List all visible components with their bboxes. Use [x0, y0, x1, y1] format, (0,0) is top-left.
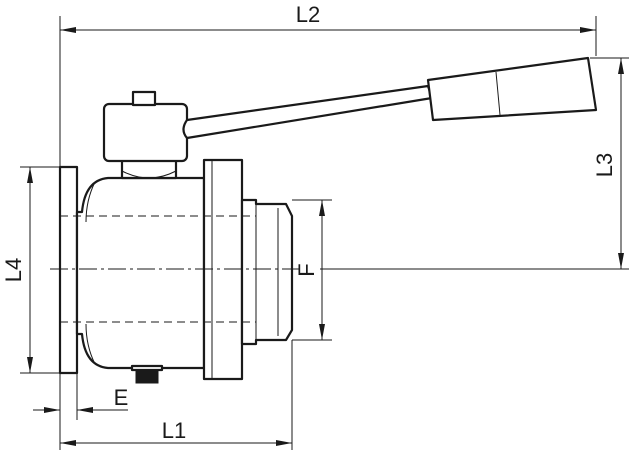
dimension-l2: L2	[59, 2, 597, 167]
lever-grip	[426, 56, 598, 122]
stem-neck	[120, 160, 178, 180]
dimension-l3: L3	[320, 57, 629, 270]
label-l3: L3	[592, 153, 617, 177]
stem-cap-nut	[131, 90, 157, 107]
label-l1: L1	[162, 418, 186, 443]
dimension-e: E	[33, 373, 128, 450]
label-l4: L4	[1, 258, 26, 282]
valve-body	[50, 56, 598, 384]
dimension-f: F	[292, 199, 332, 341]
left-flange	[58, 165, 79, 375]
dimension-l1: L1	[60, 340, 293, 450]
label-l2: L2	[296, 2, 320, 27]
threaded-end	[240, 198, 294, 346]
right-flange	[202, 158, 244, 381]
body-barrel	[75, 176, 206, 370]
handle-head	[102, 102, 189, 163]
dimension-l4: L4	[1, 166, 60, 374]
lever-arm	[182, 84, 434, 140]
label-f: F	[294, 263, 319, 276]
label-e: E	[114, 385, 129, 410]
